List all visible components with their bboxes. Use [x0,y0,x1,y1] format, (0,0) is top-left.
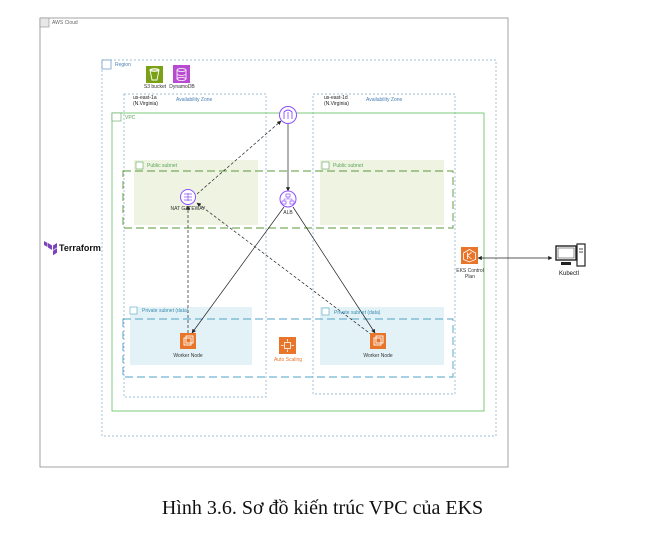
vpc-label: VPC [125,115,136,121]
private-subnet-icon-left [129,306,138,315]
az-right-location: (N.Virginia) [324,101,349,107]
kubectl-label: Kubectl [558,271,579,277]
dynamodb-icon [173,65,190,83]
eks-label-line1: EKS Control [456,268,484,274]
figure-caption: Hình 3.6. Sơ đồ kiến trúc VPC của EKS [161,497,484,519]
nat-gateway-label: NAT GATEWAY [170,206,206,212]
public-subnet-icon-left [135,161,144,170]
az-left-type: Availability Zone [176,97,213,103]
worker-node-icon-right [370,333,386,349]
private-subnet-left-label: Private subnet (data) [142,308,189,314]
terraform-label: Terraform [59,243,101,253]
public-subnet-right [320,160,444,225]
aws-cloud-label: AWS Cloud [52,20,78,26]
region-group [101,59,497,437]
public-subnet-left [134,160,258,225]
az-left-location: (N.Virginia) [133,101,158,107]
terraform-logo [44,241,57,256]
dynamodb-label: DynamoDB [169,84,195,90]
az-right [312,93,456,395]
worker-right-to-nat-line [196,202,377,339]
eks-label-line2: Plan [464,274,475,280]
aws-cloud-group [39,17,509,468]
worker-node-icon-left [180,333,196,349]
internet-gateway-icon [279,106,297,124]
alb-to-worker-left-line [191,206,285,334]
nat-gateway-icon [180,189,196,205]
private-subnet-icon-right [321,307,330,316]
az-left-name: us-east-1a [133,95,157,101]
az-right-name: us-east-1d [324,95,348,101]
s3-bucket-label: S3 bucket [143,84,167,90]
public-subnet-right-label: Public subnet [333,163,364,169]
alb-label: ALB [283,210,293,216]
nat-to-igw-line [196,120,282,195]
public-subnet-left-label: Public subnet [147,163,178,169]
public-subnet-band [122,170,454,229]
aws-cloud-icon [39,17,50,28]
vpc-group [111,112,485,412]
region-label: Region [115,62,131,68]
kubectl-computer-icon [555,243,586,267]
alb-to-worker-right-line [292,206,376,334]
eks-icon [461,247,478,264]
az-left [123,93,267,398]
region-icon [101,59,112,70]
private-subnet-band [122,318,454,378]
public-subnet-icon-right [321,161,330,170]
private-subnet-right-label: Private subnet (data) [334,310,381,316]
az-right-type: Availability Zone [366,97,403,103]
worker-node-right-label: Worker Node [363,353,393,359]
worker-node-left-label: Worker Node [173,353,203,359]
auto-scaling-label: Auto Scaling [273,357,303,363]
s3-bucket-icon [146,66,163,83]
auto-scaling-icon [279,337,296,354]
vpc-icon [111,112,122,122]
alb-icon [279,190,297,208]
